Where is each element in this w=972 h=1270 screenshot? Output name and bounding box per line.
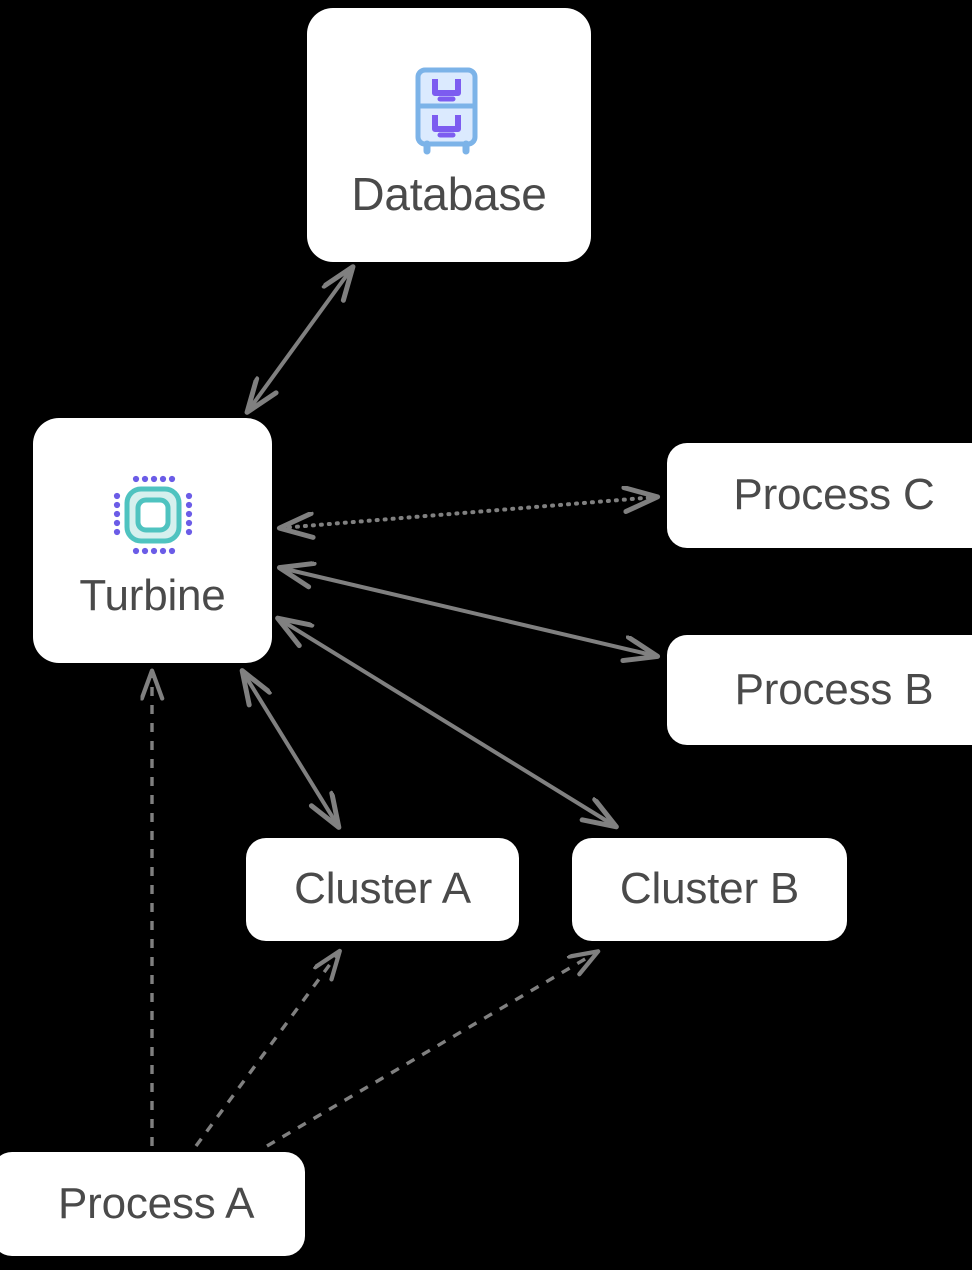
node-process-b[interactable]: Process B bbox=[667, 635, 972, 745]
cpu-chip-icon bbox=[110, 472, 196, 563]
edge-turbine-process-b bbox=[281, 568, 656, 656]
edge-turbine-cluster-b bbox=[279, 619, 615, 826]
node-label-process-b: Process B bbox=[734, 664, 934, 714]
node-cluster-a[interactable]: Cluster A bbox=[246, 838, 519, 941]
node-process-c[interactable]: Process C bbox=[667, 443, 972, 548]
edge-process-a-cluster-a bbox=[194, 952, 339, 1148]
node-label-process-c: Process C bbox=[733, 470, 935, 520]
edge-turbine-cluster-a bbox=[243, 672, 338, 826]
node-label-turbine: Turbine bbox=[79, 570, 226, 620]
edge-process-a-cluster-b bbox=[266, 952, 597, 1148]
node-cluster-b[interactable]: Cluster B bbox=[572, 838, 847, 941]
node-turbine[interactable]: Turbine bbox=[33, 418, 272, 663]
filing-cabinet-icon bbox=[410, 65, 488, 160]
edge-turbine-process-c bbox=[281, 497, 656, 528]
node-label-process-a: Process A bbox=[58, 1178, 255, 1228]
node-label-cluster-a: Cluster A bbox=[294, 864, 471, 914]
node-database[interactable]: Database bbox=[307, 8, 591, 262]
edge-turbine-database bbox=[248, 268, 352, 411]
node-label-cluster-b: Cluster B bbox=[619, 864, 800, 914]
node-process-a[interactable]: Process A bbox=[0, 1152, 305, 1256]
node-label-database: Database bbox=[351, 168, 547, 221]
